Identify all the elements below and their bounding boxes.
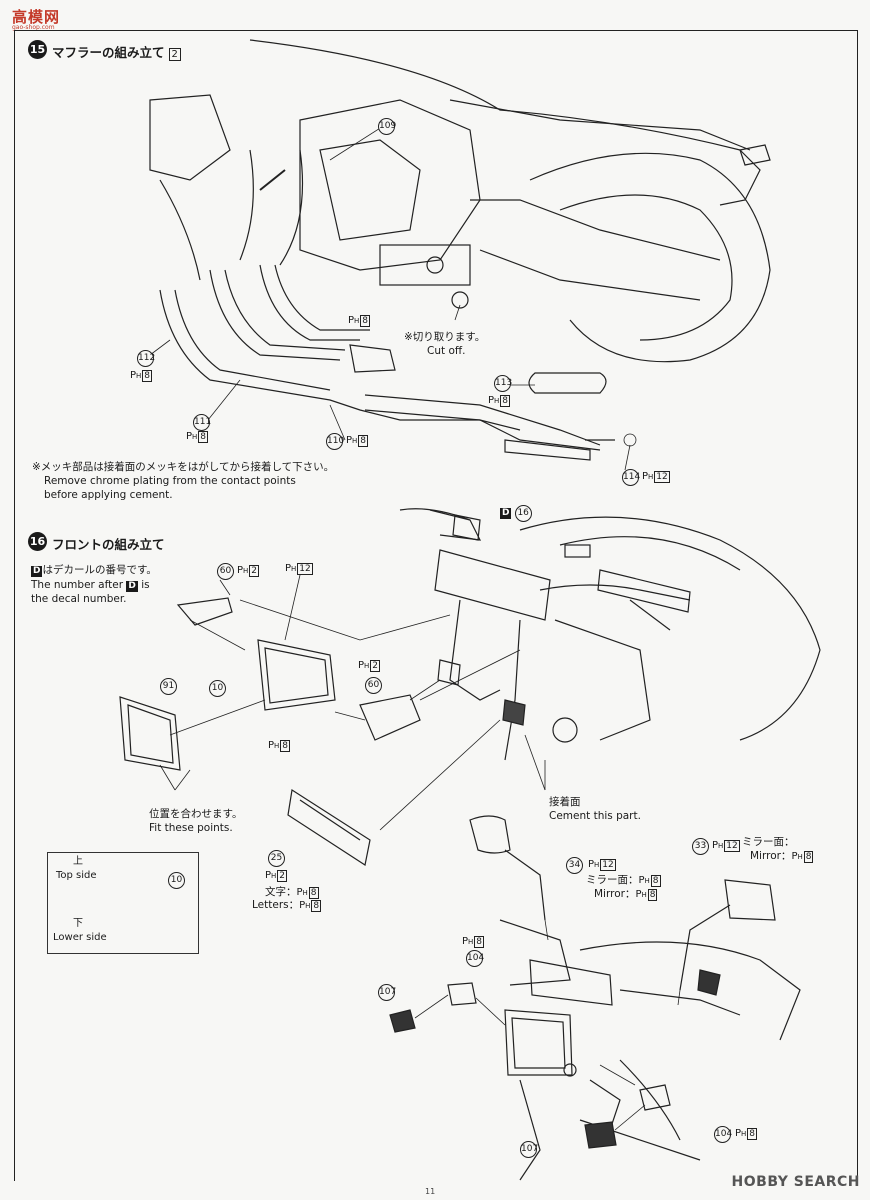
page-frame: [14, 30, 858, 1181]
part-60: 60: [365, 677, 382, 694]
cut-off-note-en: Cut off.: [427, 345, 466, 357]
decal-note-en-3: the decal number.: [31, 593, 127, 605]
mirror-en-text: Mirror：: [750, 850, 792, 862]
cut-off-note-jp: ※切り取ります。: [404, 331, 486, 343]
headlight-assembly-drawing: [119, 508, 821, 866]
part-114: 114: [622, 469, 640, 486]
legend-top-jp: 上: [73, 856, 83, 867]
decal-note-en-is: is: [141, 579, 150, 591]
part-113: 113: [494, 375, 512, 392]
mirror-jp-text: ミラー面：: [742, 836, 795, 848]
part-91: 91: [160, 678, 177, 695]
cement-note-en: Cement this part.: [549, 810, 641, 822]
mirror-33-label-jp: ミラー面：: [742, 835, 795, 849]
part-112: 112: [137, 350, 155, 367]
part-33: 33: [692, 838, 709, 855]
decal-d-badge: D: [31, 566, 43, 577]
part-107: 107: [520, 1141, 538, 1158]
letters-jp-text: 文字：: [265, 886, 297, 898]
mirror-jp-text: ミラー面：: [586, 874, 639, 886]
decal-number: 16: [514, 505, 532, 522]
decal-d-badge: D: [126, 581, 138, 592]
mirror-arrows: [414, 919, 681, 1131]
decal-ref: D 16: [500, 505, 532, 522]
part-104: 104: [466, 950, 484, 967]
chrome-note-en-2: before applying cement.: [44, 489, 173, 501]
legend-low-en: Lower side: [53, 932, 107, 943]
part-60: 60: [217, 563, 234, 580]
site-logo: 高模网: [12, 8, 61, 26]
step-16-title: フロントの組み立て: [52, 537, 165, 552]
chrome-note-jp: ※メッキ部品は接着面のメッキをはがしてから接着して下さい。: [32, 461, 335, 473]
letters-en-text: Letters：: [252, 899, 300, 911]
orientation-legend: [47, 852, 199, 954]
motorcycle-frame-drawing: [149, 39, 771, 363]
site-logo-url: gao-shop.com: [12, 24, 55, 31]
cement-note-jp: 接着面: [549, 796, 581, 808]
decal-d-badge: D: [500, 508, 512, 519]
part-109: 109: [378, 118, 396, 135]
part-111: 111: [193, 414, 211, 431]
legend-low-jp: 下: [73, 918, 83, 929]
legend-top-en: Top side: [56, 870, 97, 881]
part-10: 10: [209, 680, 226, 697]
page-number: 11: [425, 1187, 436, 1196]
part-107: 107: [378, 984, 396, 1001]
step-16-number: 16: [28, 532, 47, 551]
part-25: 25: [268, 850, 285, 867]
part-110: 110: [326, 433, 344, 450]
decal-note-jp-text: はデカールの番号です。: [42, 564, 157, 576]
step-15-title-text: マフラーの組み立て: [52, 45, 165, 60]
fit-points-jp: 位置を合わせます。: [149, 808, 243, 820]
watermark: HOBBY SEARCH: [731, 1174, 860, 1190]
mirror-assembly-drawing: [389, 815, 801, 1181]
step16-arrows: [159, 574, 546, 831]
step-15-number: 15: [28, 40, 47, 59]
part-10: 10: [168, 872, 185, 889]
chrome-note-en-1: Remove chrome plating from the contact p…: [44, 475, 296, 487]
part-34: 34: [566, 857, 583, 874]
decal-note-en-1: The number after D is: [31, 578, 150, 592]
decal-note-en-text: The number after: [31, 579, 124, 591]
exhaust-pipes-drawing: [159, 149, 607, 461]
fit-points-en: Fit these points.: [149, 822, 233, 834]
part-104: 104: [714, 1126, 732, 1143]
step-15-box-number: 2: [168, 48, 181, 61]
mirror-en-text: Mirror：: [594, 888, 636, 900]
